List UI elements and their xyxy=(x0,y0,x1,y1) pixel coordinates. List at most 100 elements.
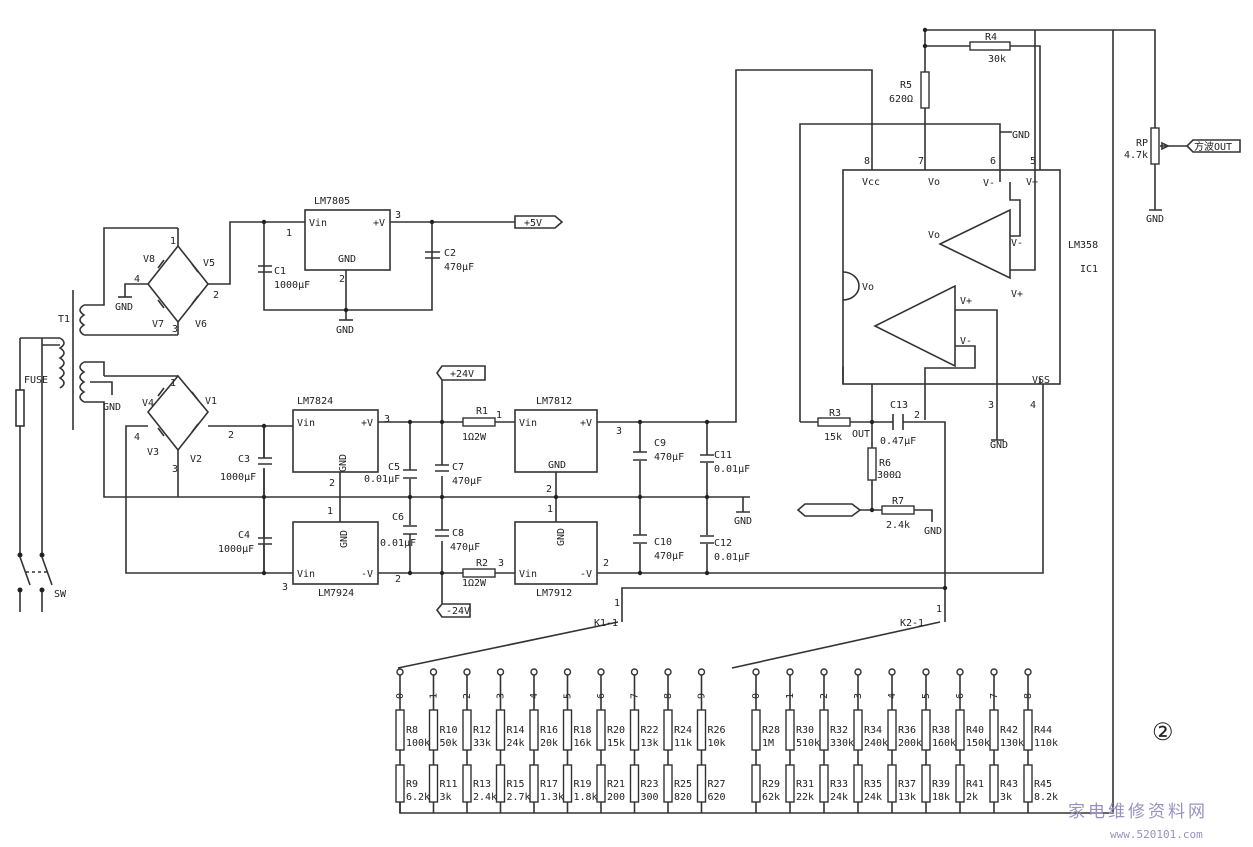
svg-text:-24V: -24V xyxy=(446,606,470,617)
resistor-bottom-ref: R11 xyxy=(440,779,458,790)
resistor-top xyxy=(921,709,931,751)
resistor-bottom xyxy=(751,764,761,803)
pm12-caps-wiring: C9 470μF C10 470μF C11 0.01μF C12 0.01μF… xyxy=(553,69,1044,576)
net-label-square-out xyxy=(1185,139,1241,153)
svg-text:3: 3 xyxy=(498,558,504,569)
lm7912-label: LM7912 xyxy=(536,588,572,599)
resistor-top xyxy=(1023,709,1033,751)
resistor-bottom-value: 22k xyxy=(796,792,814,803)
resistor-top-value: 10k xyxy=(708,738,726,749)
resistor-bottom-ref: R31 xyxy=(796,779,814,790)
switch-contact xyxy=(597,668,605,676)
svg-text:Vin: Vin xyxy=(297,569,315,580)
switch-k2-label: K2-1 xyxy=(900,618,924,629)
svg-text:2: 2 xyxy=(914,410,920,421)
resistor-bottom-value: 1.8k xyxy=(574,792,598,803)
lm7812-label: LM7812 xyxy=(536,396,572,407)
resistor-bottom xyxy=(921,764,931,803)
svg-text:R5: R5 xyxy=(900,80,912,91)
svg-text:GND: GND xyxy=(103,402,121,413)
svg-text:GND: GND xyxy=(339,530,350,548)
svg-text:2: 2 xyxy=(603,558,609,569)
svg-text:4: 4 xyxy=(134,274,140,285)
svg-text:R4: R4 xyxy=(985,32,997,43)
regulator-lm7805: LM7805 Vin +V GND 1 3 2 GND C1 1000μF C2… xyxy=(258,196,564,336)
resistor-top-ref: R16 xyxy=(540,725,558,736)
svg-text:V4: V4 xyxy=(142,398,154,409)
net-label-plus5v xyxy=(514,215,564,229)
resistor-top-value: 20k xyxy=(540,738,558,749)
resistor-bottom-value: 620 xyxy=(708,792,726,803)
svg-text:0.01μF: 0.01μF xyxy=(364,474,400,485)
svg-text:620Ω: 620Ω xyxy=(889,94,913,105)
resistor-top xyxy=(751,709,761,751)
svg-text:GND: GND xyxy=(338,254,356,265)
resistor-bottom-ref: R29 xyxy=(762,779,780,790)
resistor-bottom xyxy=(629,764,640,803)
resistor-top xyxy=(495,709,506,751)
svg-text:GND: GND xyxy=(336,325,354,336)
svg-text:GND: GND xyxy=(734,516,752,527)
lm7805-label: LM7805 xyxy=(314,196,350,207)
svg-text:6: 6 xyxy=(990,156,996,167)
svg-text:3: 3 xyxy=(172,464,178,475)
resistor-top-value: 330k xyxy=(830,738,854,749)
diode-v6-label: V6 xyxy=(195,319,207,330)
net-label-minus24v xyxy=(435,603,471,618)
net-label-plus24v xyxy=(436,365,486,381)
svg-text:1Ω2W: 1Ω2W xyxy=(462,578,487,589)
resistor-top-value: 13k xyxy=(641,738,659,749)
svg-text:V1: V1 xyxy=(205,396,217,407)
resistor-top-ref: R42 xyxy=(1000,725,1018,736)
resistor-top-ref: R26 xyxy=(708,725,726,736)
svg-text:C9: C9 xyxy=(654,438,666,449)
resistor-bottom-ref: R43 xyxy=(1000,779,1018,790)
diode-v8-label: V8 xyxy=(143,254,155,265)
svg-text:GND: GND xyxy=(1146,214,1164,225)
svg-text:470μF: 470μF xyxy=(654,452,684,463)
resistor-top-ref: R44 xyxy=(1034,725,1052,736)
resistor-top-ref: R12 xyxy=(473,725,491,736)
svg-text:1: 1 xyxy=(547,504,553,515)
svg-text:0.01μF: 0.01μF xyxy=(380,538,416,549)
resistor-top-ref: R8 xyxy=(406,725,418,736)
svg-text:+V: +V xyxy=(361,418,373,429)
svg-text:V+: V+ xyxy=(1026,177,1038,188)
svg-text:R2: R2 xyxy=(476,558,488,569)
resistor-top-value: 15k xyxy=(607,738,625,749)
svg-text:R7: R7 xyxy=(892,496,904,507)
resistor-bottom xyxy=(395,764,405,803)
resistor-top-value: 130k xyxy=(1000,738,1024,749)
switch-contact xyxy=(956,668,964,676)
resistor-top xyxy=(596,709,606,751)
resistor-bottom-value: 24k xyxy=(830,792,848,803)
resistor-top-ref: R14 xyxy=(507,725,525,736)
resistor-bottom-value: 3k xyxy=(1000,792,1012,803)
resistor-bottom-value: 24k xyxy=(864,792,882,803)
svg-text:5: 5 xyxy=(1030,156,1036,167)
resistor-top-value: 510k xyxy=(796,738,820,749)
resistor-top-ref: R28 xyxy=(762,725,780,736)
svg-text:RP: RP xyxy=(1136,138,1148,149)
opamp-lm358: LM358 IC1 Vcc Vo V- V+ VSS 8 7 6 5 3 4 2… xyxy=(799,27,1113,451)
switch-k1-label: K1-1 xyxy=(594,618,618,629)
resistor-top-ref: R18 xyxy=(574,725,592,736)
svg-text:+V: +V xyxy=(373,218,385,229)
resistor-top-ref: R32 xyxy=(830,725,848,736)
switch-contact xyxy=(1024,668,1032,676)
resistor-bottom-value: 820 xyxy=(674,792,692,803)
svg-text:3: 3 xyxy=(282,582,288,593)
svg-text:1: 1 xyxy=(327,506,333,517)
svg-text:1000μF: 1000μF xyxy=(218,544,254,555)
svg-text:2: 2 xyxy=(213,290,219,301)
resistor-top-value: 16k xyxy=(574,738,592,749)
